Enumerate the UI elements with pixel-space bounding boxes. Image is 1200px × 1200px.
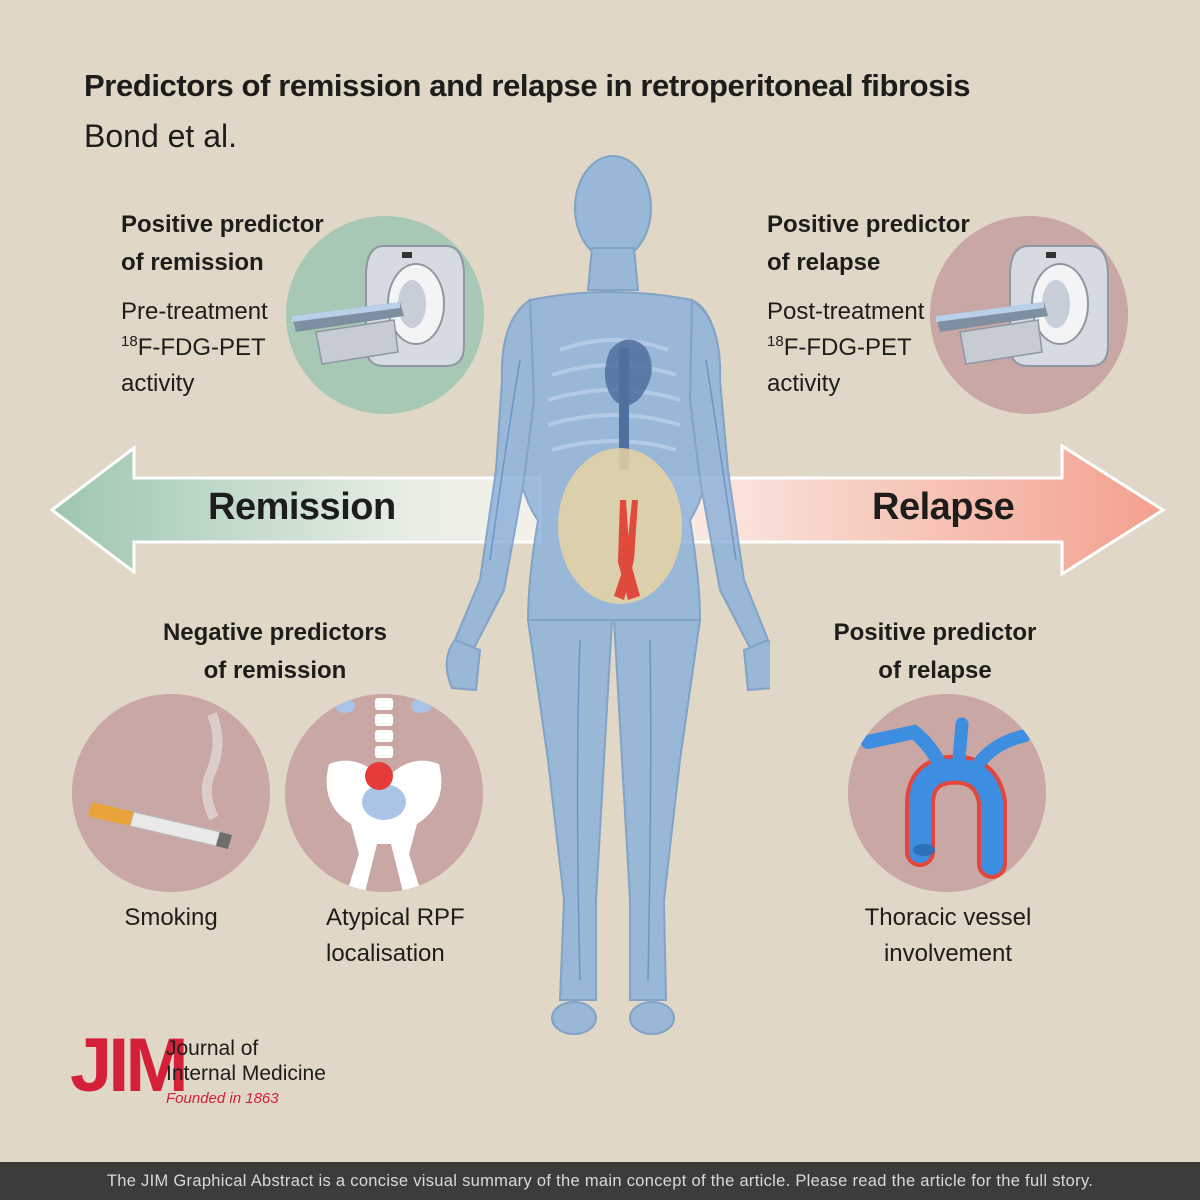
heading-line: Positive predictor [833,619,1037,646]
atypical-rpf-caption: Atypical RPF localisation [300,900,476,972]
caption-line: Thoracic vessel [864,904,1032,931]
text-line: Pre-treatment [121,298,268,325]
journal-name: Journal of Internal Medicine [166,1036,326,1086]
pet-scanner-icon [936,245,1109,367]
cigarette-icon [88,712,232,849]
heading-line: Positive predictor [767,211,970,238]
authors: Bond et al. [84,118,237,154]
jim-logo: JIM [70,1023,189,1108]
tracer-name: F-FDG-PET [137,334,266,361]
spine-pelvis-icon [326,698,442,892]
journal-name-line: Journal of [166,1037,259,1060]
tracer-name: F-FDG-PET [783,334,912,361]
top-right-heading: Positive predictor of relapse [767,206,970,282]
isotope-sup: 18 [121,333,138,350]
heading-line: Positive predictor [121,211,324,238]
top-left-heading: Positive predictor of remission [121,206,324,282]
journal-name-line: Internal Medicine [166,1062,326,1085]
pet-scanner-circle-relapse [930,216,1128,414]
text-line: 18F-FDG-PET [767,330,924,366]
pet-scanner-icon [292,245,465,367]
smoking-caption: Smoking [124,904,218,931]
page-title: Predictors of remission and relapse in r… [84,68,971,103]
top-right-text: Post-treatment 18F-FDG-PET activity [767,294,924,402]
bottom-left-heading: Negative predictors of remission [160,614,390,690]
thoracic-vessel-circle [848,694,1046,892]
isotope-sup: 18 [767,333,784,350]
atypical-rpf-circle [285,694,483,892]
footer-disclaimer: The JIM Graphical Abstract is a concise … [0,1162,1200,1200]
heading-line: of relapse [767,249,881,276]
caption-line: localisation [326,940,445,967]
heading-line: of remission [203,657,347,684]
smoking-circle [72,694,270,892]
human-body-figure [445,155,770,1035]
top-left-text: Pre-treatment 18F-FDG-PET activity [121,294,268,402]
founded-text: Founded in 1863 [166,1090,279,1107]
bottom-right-heading: Positive predictor of relapse [820,614,1050,690]
heading-line: Negative predictors [162,619,388,646]
remission-label: Remission [208,486,396,528]
text-line: activity [767,370,841,397]
caption-line: involvement [883,940,1013,967]
pet-scanner-circle-remission [286,216,484,414]
heading-line: of relapse [878,657,992,684]
aortic-arch-icon [861,717,1031,879]
caption-line: Atypical RPF [326,904,465,931]
relapse-label: Relapse [872,486,1015,528]
text-line: 18F-FDG-PET [121,330,268,366]
thoracic-vessel-caption: Thoracic vessel involvement [850,900,1046,972]
text-line: Post-treatment [767,298,925,325]
heading-line: of remission [121,249,264,276]
text-line: activity [121,370,195,397]
